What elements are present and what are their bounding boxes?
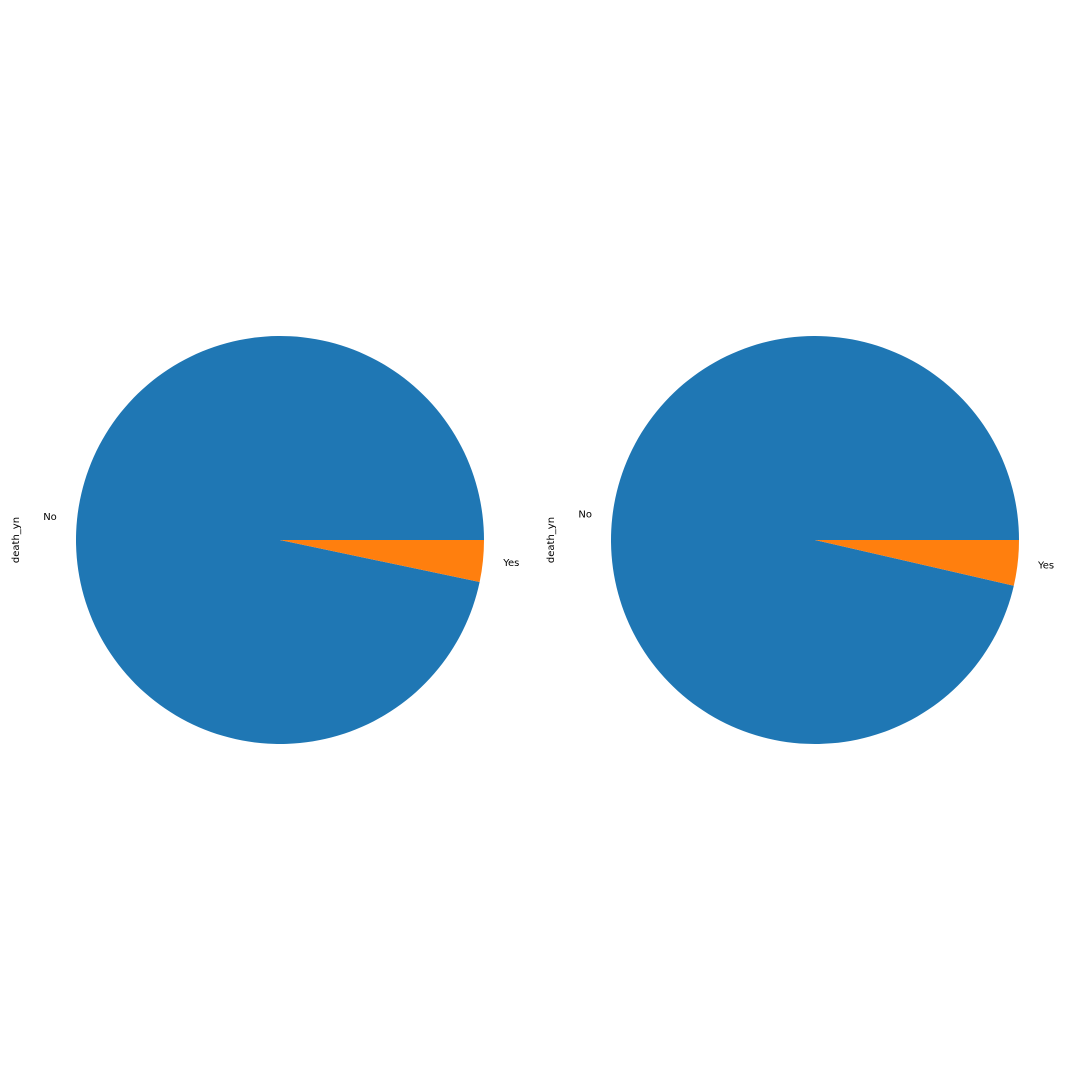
pie-label-yes: Yes	[1037, 560, 1054, 571]
y-axis-label: death_yn	[546, 517, 557, 563]
pie-slice-yes	[815, 540, 1019, 586]
pie-label-no: No	[578, 510, 592, 521]
y-axis-label: death_yn	[11, 517, 22, 563]
pie-slice-no	[76, 336, 485, 745]
pie-label-no: No	[43, 512, 57, 523]
pie-slice-yes	[280, 540, 484, 582]
pie-label-yes: Yes	[502, 558, 519, 569]
